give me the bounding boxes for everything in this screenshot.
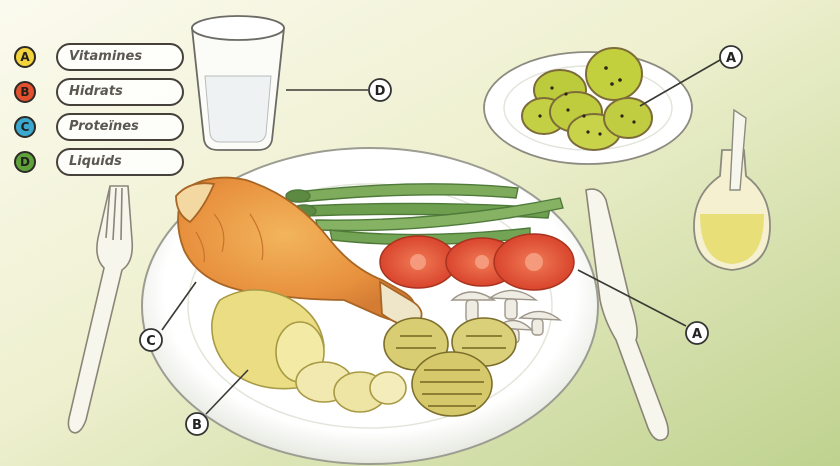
callout-chicken: C — [140, 329, 162, 351]
nutrient-legend: A Vitamines B Hidrats C Proteïnes D Liqu… — [14, 42, 190, 182]
callout-potato: B — [186, 413, 208, 435]
callout-water-glass-letter: D — [375, 84, 386, 99]
callout-kiwi-bowl: A — [720, 46, 742, 68]
legend-badge-a: A — [14, 46, 36, 68]
legend-item-liquids: D Liquids — [14, 147, 190, 177]
water-glass-icon — [192, 16, 284, 150]
legend-badge-b: B — [14, 81, 36, 103]
callout-chicken-letter: C — [146, 334, 156, 349]
callout-kiwi-bowl-letter: A — [726, 51, 736, 66]
legend-label-hidrats: Hidrats — [56, 78, 184, 106]
legend-label-proteines: Proteïnes — [56, 113, 184, 141]
callout-vegetables-letter: A — [692, 327, 702, 342]
callout-vegetables: A — [686, 322, 708, 344]
tomato-slices-icon — [380, 234, 574, 290]
legend-label-vitamines: Vitamines — [56, 43, 184, 71]
legend-badge-c: C — [14, 116, 36, 138]
legend-badge-d: D — [14, 151, 36, 173]
legend-item-proteines: C Proteïnes — [14, 112, 190, 142]
legend-item-hidrats: B Hidrats — [14, 77, 190, 107]
callout-water-glass: D — [369, 79, 391, 101]
legend-label-liquids: Liquids — [56, 148, 184, 176]
callout-potato-letter: B — [192, 418, 202, 433]
legend-item-vitamines: A Vitamines — [14, 42, 190, 72]
